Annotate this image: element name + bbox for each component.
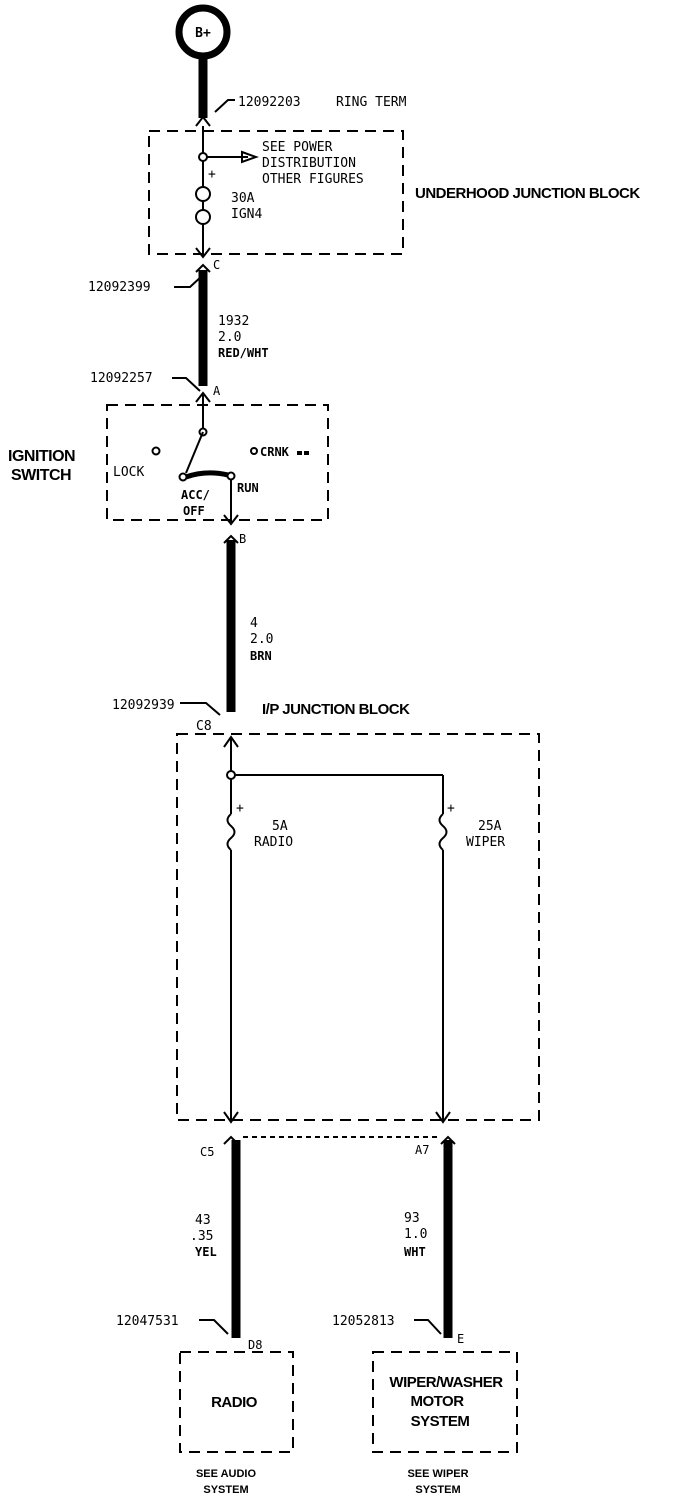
leader-radio-d8	[199, 1319, 229, 1335]
ignition-crank-label: CRNK	[260, 445, 290, 459]
fuse-radio-rating: 5A	[272, 819, 288, 834]
power-distribution-arrowhead	[241, 150, 259, 164]
connector-b-cap	[223, 534, 239, 544]
wire-43-color: YEL	[195, 1245, 217, 1259]
ipjb-pin-a7: A7	[415, 1143, 429, 1157]
ring-term-label: RING TERM	[336, 95, 407, 110]
leader-wiper-e	[414, 1319, 442, 1335]
ignition-run-label: RUN	[237, 481, 259, 495]
wiper-see-line2: SYSTEM	[415, 1484, 460, 1496]
radio-see-line1: SEE AUDIO	[196, 1468, 257, 1480]
ign-pin-b: B	[239, 532, 246, 546]
ignition-switch-title-line2: SWITCH	[11, 467, 71, 484]
ip-junction-block-box	[176, 733, 540, 1121]
fuse-ign4-symbol	[195, 186, 211, 225]
wiper-see-line1: SEE WIPER	[407, 1468, 468, 1480]
lock-contact	[151, 446, 161, 456]
fuse-wiper-plus: +	[447, 801, 455, 816]
connector-c-cap	[195, 263, 211, 273]
ignition-switch-title-line1: IGNITION	[8, 448, 75, 465]
connector-arrow-ring-term	[195, 115, 211, 127]
underhood-junction-block-title: UNDERHOOD JUNCTION BLOCK	[415, 185, 640, 202]
ignition-output-arrow	[223, 514, 239, 526]
ipjb-splice-node	[226, 770, 236, 780]
ipjb-c8-part: 12092939	[112, 698, 175, 713]
see-power-line3: OTHER FIGURES	[262, 172, 364, 187]
wire-93-color: WHT	[404, 1245, 426, 1259]
ignition-lock-label: LOCK	[113, 465, 144, 480]
ujb-c-part: 12092399	[88, 280, 151, 295]
see-power-line2: DISTRIBUTION	[262, 156, 356, 171]
ignition-bridge-contact	[185, 470, 229, 480]
wiper-label-line2: MOTOR	[410, 1393, 464, 1410]
leader-ipjb-c8	[180, 702, 221, 716]
wire-93-circuit: 93	[404, 1211, 420, 1226]
radio-label: RADIO	[211, 1394, 258, 1411]
wiper-component-box	[372, 1351, 518, 1453]
fuse-wiper-name: WIPER	[466, 835, 505, 850]
wire-1932-circuit: 1932	[218, 314, 249, 329]
ipjb-radio-arrow	[223, 1111, 239, 1124]
crank-mark	[297, 451, 302, 455]
underhood-junction-block-box	[148, 130, 404, 255]
wiper-label-line1: WIPER/WASHER	[389, 1374, 503, 1391]
wire-4-gauge: 2.0	[250, 632, 273, 647]
ignition-acc-label-line2: OFF	[183, 504, 205, 518]
ignition-acc-label-line1: ACC/	[181, 488, 210, 502]
fuse-wiper-rating: 25A	[478, 819, 502, 834]
wiper-pin-e: E	[457, 1332, 464, 1346]
leader-ring-term	[214, 99, 235, 113]
ipjb-pin-c8: C8	[196, 719, 212, 734]
ring-term-part: 12092203	[238, 95, 301, 110]
fuse-ign4-name: IGN4	[231, 207, 262, 222]
ign-a-part: 12092257	[90, 371, 153, 386]
ignition-switch-blade	[185, 431, 204, 474]
ignition-input-arrow	[195, 391, 211, 403]
radio-pin-d8: D8	[248, 1338, 262, 1352]
ipjb-pin-c5: C5	[200, 1145, 214, 1159]
fuse-radio-plus: +	[236, 801, 244, 816]
see-power-line1: SEE POWER	[262, 140, 333, 155]
connector-a7-cap	[440, 1135, 456, 1145]
radio-component-box	[179, 1351, 294, 1453]
fuse-wiper-symbol	[438, 813, 448, 851]
ujb-pin-c: C	[213, 258, 220, 272]
leader-ign-a	[172, 377, 201, 392]
wire-93-gauge: 1.0	[404, 1227, 427, 1242]
crank-contact	[250, 447, 258, 455]
wire-43-gauge: .35	[190, 1229, 213, 1244]
fuse-ign4-rating: 30A	[231, 191, 255, 206]
wiper-e-part: 12052813	[332, 1314, 395, 1329]
fuse-ign4-plus: +	[208, 167, 216, 182]
wire-1932-color: RED/WHT	[218, 346, 269, 360]
ign-pin-a: A	[213, 384, 221, 398]
battery-terminal: B+	[175, 4, 231, 60]
fuse-radio-symbol	[226, 813, 236, 851]
underhood-output-arrow	[195, 247, 211, 259]
radio-d8-part: 12047531	[116, 1314, 179, 1329]
run-contact	[226, 471, 236, 481]
battery-label: B+	[195, 26, 211, 41]
wire-4-circuit: 4	[250, 616, 258, 631]
ip-junction-block-title: I/P JUNCTION BLOCK	[262, 701, 410, 718]
ipjb-wiper-arrow	[435, 1111, 451, 1124]
crank-mark	[304, 451, 309, 455]
radio-see-line2: SYSTEM	[203, 1484, 248, 1496]
wire-4-color: BRN	[250, 649, 272, 663]
wire-1932-gauge: 2.0	[218, 330, 241, 345]
ignition-switch-box	[106, 404, 329, 521]
wire-43-circuit: 43	[195, 1213, 211, 1228]
fuse-radio-name: RADIO	[254, 835, 293, 850]
splice-node	[198, 152, 208, 162]
wiper-label-line3: SYSTEM	[411, 1413, 470, 1430]
